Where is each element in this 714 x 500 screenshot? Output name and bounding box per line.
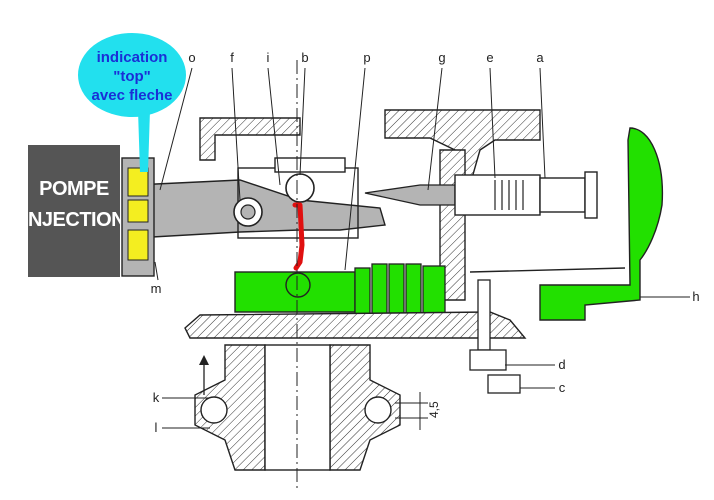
knob-a [539, 177, 586, 213]
callout-line1: indication [97, 49, 168, 66]
spring-housing [454, 174, 541, 216]
yellow-mark-bottom [127, 229, 149, 261]
coil-spring-e [494, 180, 524, 210]
callout-line3: avec fleche [92, 87, 173, 104]
label-k: k [153, 390, 160, 405]
pump-box-line1: POMPE [39, 178, 109, 200]
callout-bubble [78, 33, 186, 117]
pump-box-line2: INJECTION [23, 209, 125, 231]
screw-stem [477, 279, 491, 351]
screw-nut-c [487, 374, 521, 394]
knob-end [584, 171, 598, 219]
label-e: e [486, 50, 493, 65]
yellow-mark-mid [127, 199, 149, 223]
label-b: b [301, 50, 308, 65]
pump-box [28, 145, 120, 277]
plunger-needle [364, 184, 456, 206]
label-i: i [267, 50, 270, 65]
upper-pin [285, 173, 315, 203]
base-plate [184, 311, 527, 339]
top-cap [274, 157, 346, 173]
label-h: h [692, 289, 699, 304]
bearing-left-k [200, 396, 228, 424]
label-d: d [558, 357, 565, 372]
label-f: f [230, 50, 234, 65]
yellow-mark-top [127, 167, 149, 197]
label-m: m [151, 281, 162, 296]
label-p: p [363, 50, 370, 65]
label-l: l [155, 420, 158, 435]
label-o: o [188, 50, 195, 65]
label-c: c [559, 380, 566, 395]
screw-nut-d [469, 349, 507, 371]
lower-pin [285, 272, 311, 298]
dimension-value: 4,5 [427, 401, 441, 418]
label-a: a [536, 50, 544, 65]
leader-lines [154, 67, 690, 429]
label-g: g [438, 50, 445, 65]
pivot-inner [240, 204, 256, 220]
link-bar [469, 267, 626, 273]
callout-pointer [138, 110, 150, 172]
upper-housing-left [199, 117, 301, 161]
green-spring [354, 263, 446, 317]
bearing-right [364, 396, 392, 424]
red-highlight-mark [292, 202, 305, 271]
green-lever-h [539, 127, 664, 321]
callout-line2: "top" [113, 68, 151, 85]
up-arrow-head [199, 355, 209, 365]
